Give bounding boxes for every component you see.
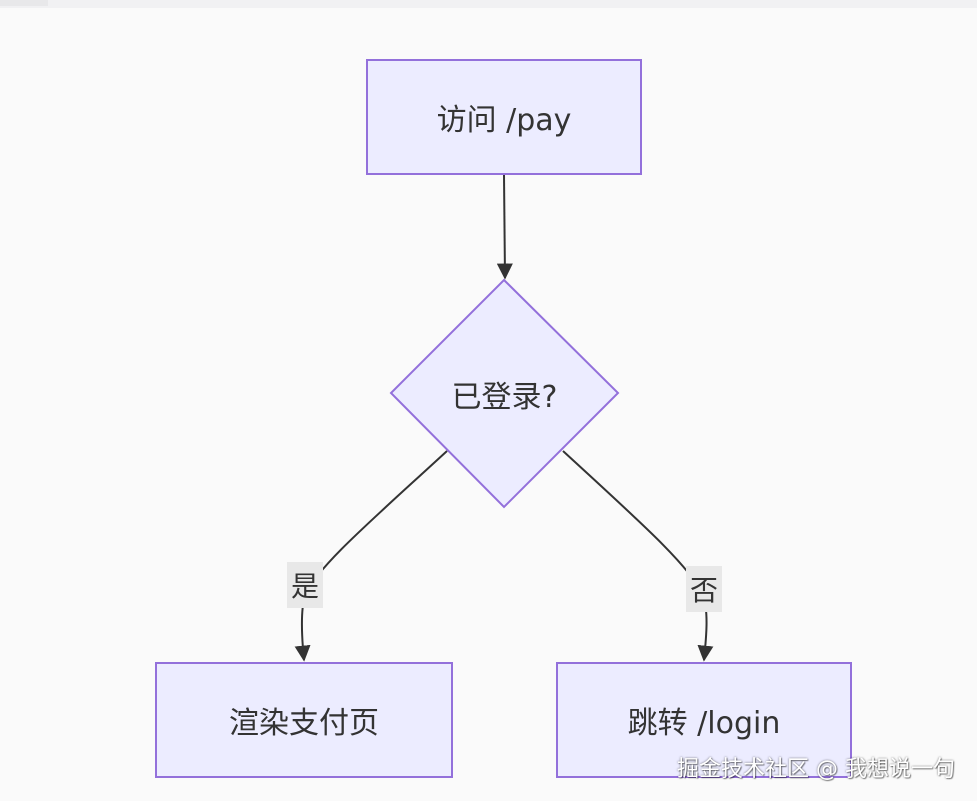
node-logged-in-diamond xyxy=(389,278,620,509)
node-redirect-box xyxy=(556,662,852,778)
node-visit-box xyxy=(366,59,642,175)
node-render-label: 渲染支付页 xyxy=(229,706,379,741)
edge-no-label: 否 xyxy=(686,566,722,612)
node-redirect-label: 跳转 /login xyxy=(627,706,781,741)
tab-hint xyxy=(0,0,48,6)
node-visit-label: 访问 /pay xyxy=(436,103,572,138)
watermark: 掘金技术社区 @ 我想说一句 xyxy=(677,757,955,782)
edge-visit-to-check xyxy=(496,174,513,280)
node-render-box xyxy=(155,662,453,778)
top-strip xyxy=(0,0,977,8)
edge-yes-label: 是 xyxy=(287,562,323,608)
node-logged-in-label: 已登录? xyxy=(451,379,558,415)
